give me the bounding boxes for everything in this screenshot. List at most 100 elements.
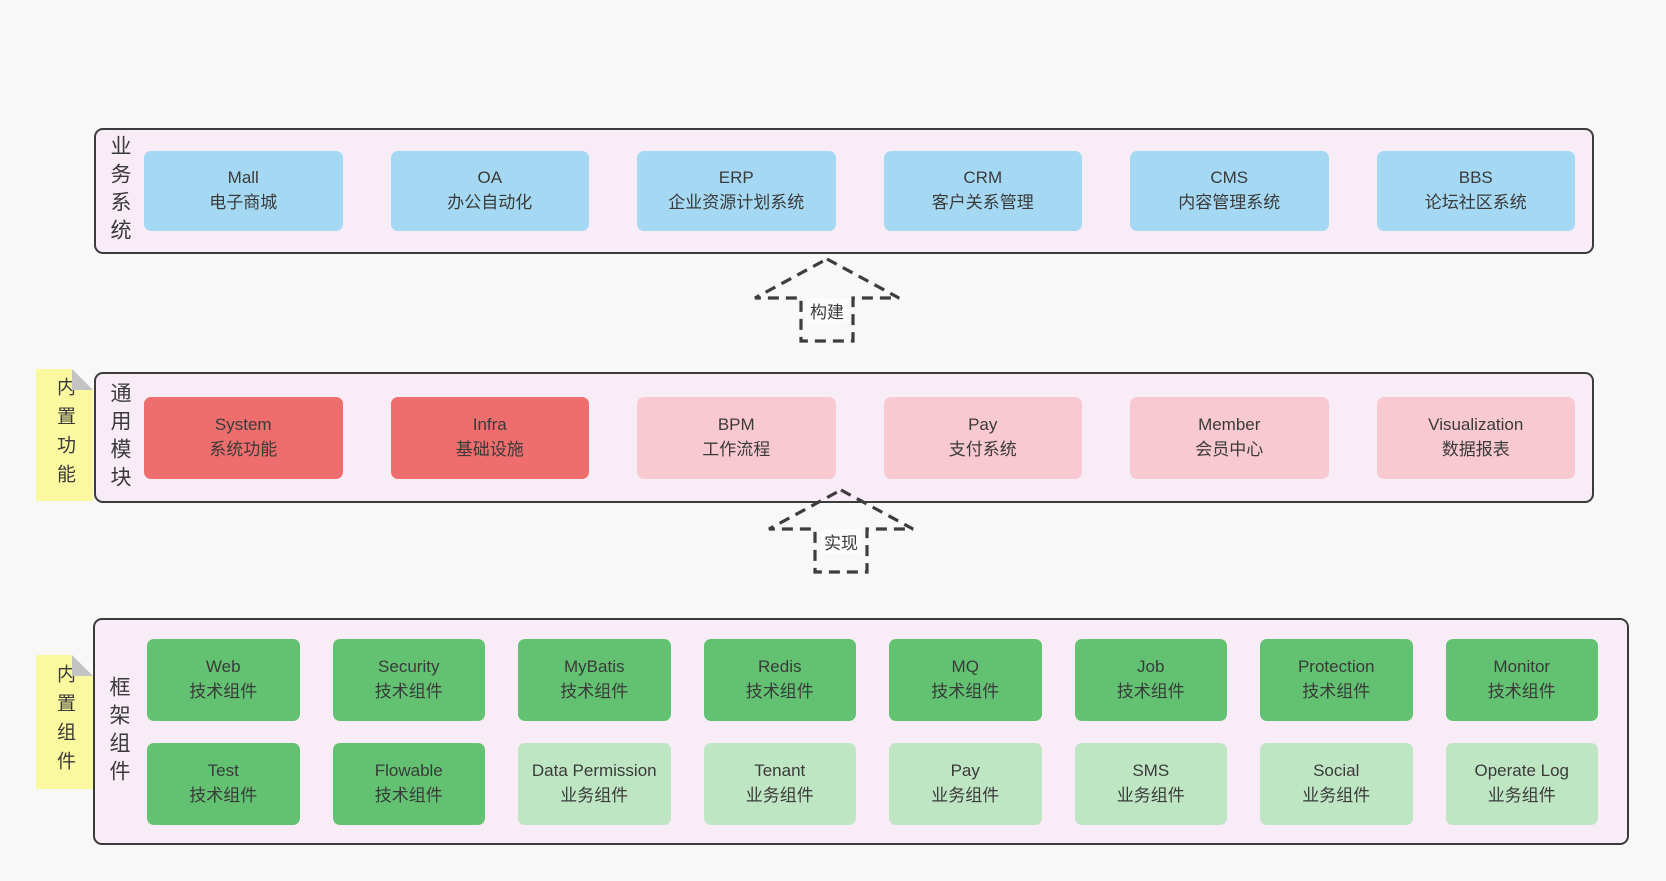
box-title: Data Permission xyxy=(531,760,657,780)
box-subtitle: 技术组件 xyxy=(560,681,629,701)
framework-components-grid: Web 技术组件 Security 技术组件 MyBatis 技术组件 Redi… xyxy=(141,620,1627,843)
sticky-note-built-in-components: 内置组件 xyxy=(36,655,93,789)
business-systems-boxes: Mall 电子商城 OA 办公自动化 ERP 企业资源计划系统 CRM 客户关系… xyxy=(142,130,1592,252)
box-subtitle: 论坛社区系统 xyxy=(1424,193,1527,212)
layer-framework-components-title: 框架组件 xyxy=(107,675,130,788)
sticky-note-label: 内置功能 xyxy=(54,377,75,493)
box-subtitle: 企业资源计划系统 xyxy=(668,193,805,212)
box-subtitle: 技术组件 xyxy=(189,681,258,701)
box-title: Test xyxy=(207,760,239,780)
box-subtitle: 业务组件 xyxy=(745,785,814,805)
box-subtitle: 技术组件 xyxy=(374,681,443,701)
components-row-2: Test 技术组件 Flowable 技术组件 Data Permission … xyxy=(147,742,1598,825)
arrow-implement: 实现 xyxy=(766,487,916,575)
box-title: Operate Log xyxy=(1474,760,1569,780)
box-job: Job 技术组件 xyxy=(1074,638,1227,721)
box-title: MyBatis xyxy=(564,656,625,676)
layer-business-systems-title: 业务系统 xyxy=(108,135,131,247)
box-subtitle: 客户关系管理 xyxy=(931,193,1034,212)
box-title: Member xyxy=(1198,414,1261,434)
box-subtitle: 工作流程 xyxy=(702,439,771,459)
box-subtitle: 技术组件 xyxy=(189,785,258,805)
box-infra: Infra 基础设施 xyxy=(390,396,589,479)
box-operate-log: Operate Log 业务组件 xyxy=(1445,742,1598,825)
box-subtitle: 技术组件 xyxy=(931,681,1000,701)
arrow-build-label: 构建 xyxy=(807,298,847,323)
box-subtitle: 内容管理系统 xyxy=(1178,193,1281,212)
box-subtitle: 技术组件 xyxy=(1116,681,1185,701)
box-title: SMS xyxy=(1132,760,1170,780)
layer-common-modules: 通用模块 System 系统功能 Infra 基础设施 BPM 工作流程 Pay… xyxy=(94,372,1594,503)
box-redis: Redis 技术组件 xyxy=(703,638,856,721)
sticky-note-label: 内置组件 xyxy=(54,664,75,780)
box-subtitle: 业务组件 xyxy=(931,785,1000,805)
box-subtitle: 技术组件 xyxy=(374,785,443,805)
box-title: Pay xyxy=(968,414,998,434)
box-title: Social xyxy=(1313,760,1360,780)
components-row-1: Web 技术组件 Security 技术组件 MyBatis 技术组件 Redi… xyxy=(147,638,1598,721)
arrow-build: 构建 xyxy=(752,256,902,344)
box-erp: ERP 企业资源计划系统 xyxy=(637,151,836,231)
box-tenant: Tenant 业务组件 xyxy=(703,742,856,825)
box-title: Infra xyxy=(472,414,507,434)
box-mq: MQ 技术组件 xyxy=(889,638,1042,721)
layer-framework-components: 框架组件 Web 技术组件 Security 技术组件 MyBatis 技术组件… xyxy=(93,618,1629,845)
box-title: System xyxy=(214,414,272,434)
common-modules-boxes: System 系统功能 Infra 基础设施 BPM 工作流程 Pay 支付系统… xyxy=(142,374,1592,501)
box-protection: Protection 技术组件 xyxy=(1260,638,1413,721)
box-pay-component: Pay 业务组件 xyxy=(889,742,1042,825)
box-title: OA xyxy=(477,168,503,188)
box-subtitle: 办公自动化 xyxy=(447,193,533,212)
box-web: Web 技术组件 xyxy=(147,638,300,721)
box-title: Protection xyxy=(1297,656,1375,676)
box-subtitle: 支付系统 xyxy=(948,439,1017,459)
box-subtitle: 业务组件 xyxy=(1487,785,1556,805)
box-title: Flowable xyxy=(374,760,443,780)
box-cms: CMS 内容管理系统 xyxy=(1130,151,1329,231)
box-mybatis: MyBatis 技术组件 xyxy=(518,638,671,721)
box-monitor: Monitor 技术组件 xyxy=(1445,638,1598,721)
box-title: Monitor xyxy=(1493,656,1551,676)
box-title: MQ xyxy=(951,656,979,676)
folded-corner-icon xyxy=(72,369,93,390)
box-title: Mall xyxy=(227,168,259,188)
box-subtitle: 会员中心 xyxy=(1195,439,1264,459)
box-subtitle: 技术组件 xyxy=(745,681,814,701)
layer-business-systems: 业务系统 Mall 电子商城 OA 办公自动化 ERP 企业资源计划系统 CRM… xyxy=(94,128,1594,254)
box-subtitle: 技术组件 xyxy=(1302,681,1371,701)
box-title: Security xyxy=(378,656,440,676)
box-title: Tenant xyxy=(754,760,806,780)
box-title: Pay xyxy=(950,760,980,780)
box-title: CMS xyxy=(1210,168,1249,188)
box-oa: OA 办公自动化 xyxy=(390,151,589,231)
box-sms: SMS 业务组件 xyxy=(1074,742,1227,825)
box-system: System 系统功能 xyxy=(144,396,343,479)
box-title: CRM xyxy=(963,168,1003,188)
layer-common-modules-title: 通用模块 xyxy=(108,381,131,494)
box-member: Member 会员中心 xyxy=(1130,396,1329,479)
box-social: Social 业务组件 xyxy=(1260,742,1413,825)
box-subtitle: 技术组件 xyxy=(1487,681,1556,701)
box-pay: Pay 支付系统 xyxy=(883,396,1082,479)
box-subtitle: 业务组件 xyxy=(560,785,629,805)
box-title: Job xyxy=(1137,656,1165,676)
box-mall: Mall 电子商城 xyxy=(144,151,343,231)
box-title: BBS xyxy=(1458,168,1493,188)
box-crm: CRM 客户关系管理 xyxy=(883,151,1082,231)
box-title: Redis xyxy=(758,656,802,676)
box-subtitle: 电子商城 xyxy=(209,193,278,212)
box-subtitle: 业务组件 xyxy=(1302,785,1371,805)
box-bpm: BPM 工作流程 xyxy=(637,396,836,479)
box-subtitle: 系统功能 xyxy=(209,439,278,459)
box-data-permission: Data Permission 业务组件 xyxy=(518,742,671,825)
box-title: BPM xyxy=(717,414,755,434)
box-title: ERP xyxy=(718,168,754,188)
arrow-implement-label: 实现 xyxy=(821,529,861,554)
box-bbs: BBS 论坛社区系统 xyxy=(1376,151,1575,231)
folded-corner-icon xyxy=(72,655,93,676)
box-flowable: Flowable 技术组件 xyxy=(332,742,485,825)
box-subtitle: 数据报表 xyxy=(1441,439,1510,459)
box-subtitle: 基础设施 xyxy=(455,439,524,459)
box-security: Security 技术组件 xyxy=(332,638,485,721)
